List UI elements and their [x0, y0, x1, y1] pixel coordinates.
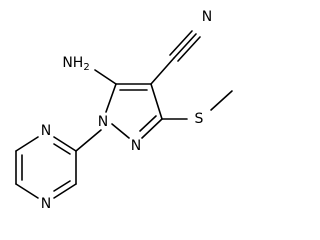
bond-pyr-c6-n1-double — [53, 180, 71, 192]
bond-c3-n2 — [141, 118, 163, 139]
bond-n2-n1 — [111, 123, 130, 139]
bonds — [15, 30, 233, 199]
bond-n1-c5 — [105, 83, 117, 113]
bond-c4-cn — [150, 57, 175, 85]
bond-pyr-c6-n1 — [53, 183, 77, 199]
bond-pyr-c2-n3-double — [53, 143, 71, 155]
bond-triple-3 — [177, 36, 201, 62]
bond-pyr-n3-c4 — [15, 136, 39, 152]
bond-c4-c3 — [150, 83, 163, 120]
ring-n1-label: N — [98, 114, 108, 130]
bond-n1-pyrimidine — [75, 129, 102, 152]
chemical-structure: NH2 N N N S N N — [15, 9, 233, 212]
pyrimidine-n-bottom-label: N — [41, 196, 51, 212]
bond-triple-2 — [169, 30, 193, 56]
pyrimidine-n-top-label: N — [41, 123, 51, 139]
ring-n2-label: N — [131, 138, 141, 154]
bond-pyr-c5-c6 — [15, 183, 39, 199]
bond-triple-1 — [173, 33, 197, 59]
nitrile-nitrogen-label: N — [202, 9, 212, 25]
amino-label: NH2 — [62, 55, 89, 73]
bond-c5-nh2 — [94, 69, 117, 85]
bond-s-ch3 — [210, 90, 233, 111]
bond-c3-n2-double — [139, 115, 157, 132]
bond-pyr-c2-n3 — [53, 136, 77, 152]
atom-labels: NH2 N N N S N N — [41, 9, 212, 212]
sulfur-label: S — [195, 111, 204, 127]
